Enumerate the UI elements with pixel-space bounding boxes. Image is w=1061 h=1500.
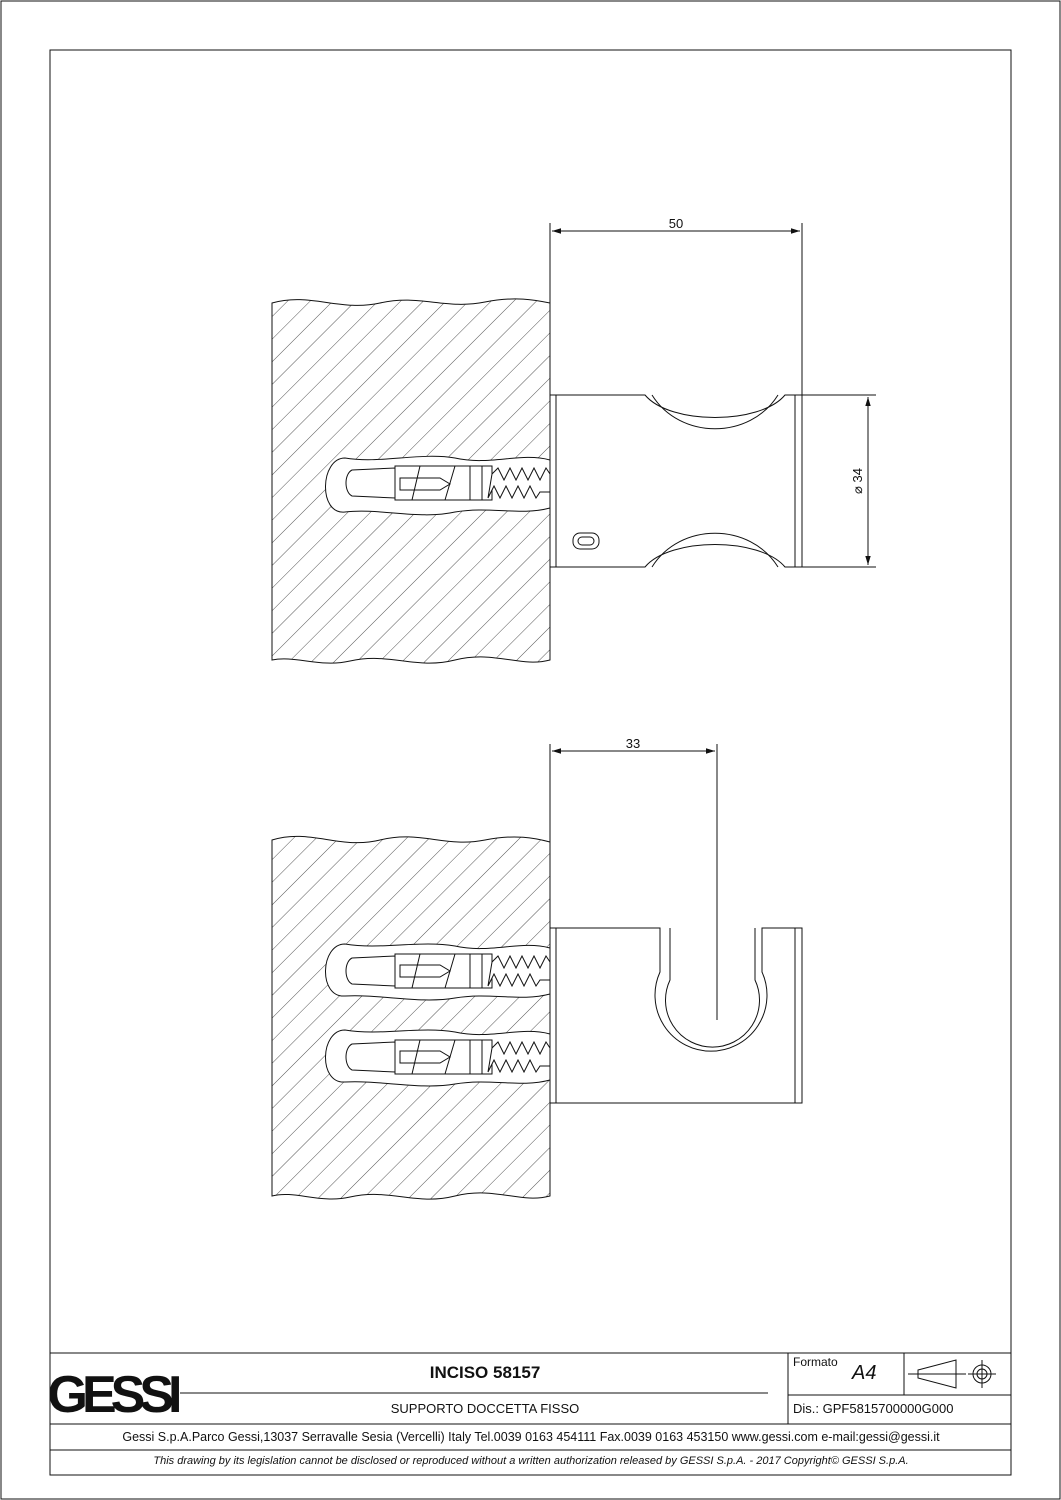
dimension-label-50: 50: [669, 216, 683, 231]
dimension-top-diameter: [802, 394, 876, 568]
holder-body-bottom: [555, 927, 803, 1104]
product-title: INCISO 58157: [429, 1363, 541, 1382]
grub-screw: [572, 532, 600, 550]
dimension-top-width: [549, 223, 803, 395]
bottom-view: 33: [271, 736, 803, 1200]
holder-clip-inner: [665, 928, 760, 1048]
wall-anchor-bottom-2: [345, 1039, 493, 1075]
holder-flange-bottom: [549, 927, 557, 1104]
copyright-notice: This drawing by its legislation cannot b…: [153, 1455, 909, 1467]
format-label: Formato: [793, 1355, 838, 1369]
holder-groove-bottom: [651, 532, 779, 568]
holder-groove-top: [651, 394, 779, 430]
wall-anchor-top: [345, 465, 493, 501]
gessi-logo: GESSI: [48, 1366, 185, 1424]
product-description: SUPPORTO DOCCETTA FISSO: [390, 1401, 580, 1416]
drawing-number: Dis.: GPF5815700000G000: [793, 1401, 954, 1416]
company-info: Gessi S.p.A.Parco Gessi,13037 Serravalle…: [122, 1430, 940, 1444]
title-block-grid: [50, 1352, 1011, 1451]
format-value: A4: [852, 1362, 877, 1384]
holder-flange-top: [549, 394, 557, 568]
first-angle-projection-icon: [908, 1359, 996, 1389]
svg-text:GESSI: GESSI: [48, 1366, 179, 1424]
inner-border: [49, 49, 1012, 1476]
wall-anchor-bottom-1: [345, 953, 493, 989]
dimension-label-diameter-34: ⌀ 34: [850, 468, 865, 494]
wall-section-bottom: [271, 835, 551, 1200]
dimension-label-33: 33: [626, 736, 640, 751]
dimension-bottom-width: [549, 744, 718, 1020]
top-view: 50 ⌀ 34: [271, 216, 876, 664]
